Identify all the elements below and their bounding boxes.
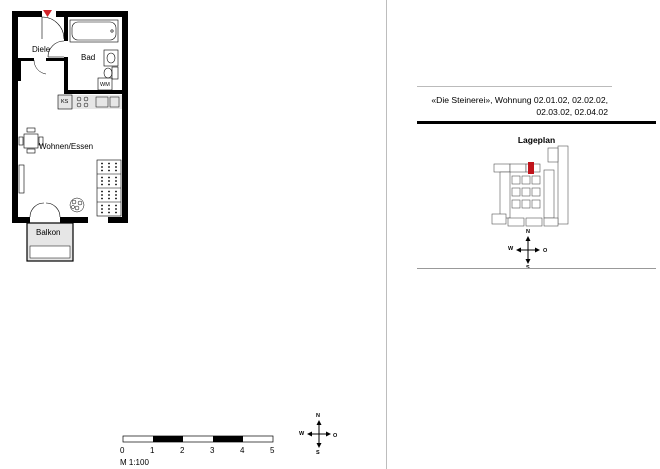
balcony <box>26 222 74 262</box>
wardrobe-dots <box>101 162 117 214</box>
compass-o: O <box>333 433 338 439</box>
scale-tick-0: 0 <box>120 446 125 455</box>
scale-tick-1: 1 <box>150 446 155 455</box>
site-compass-w: W <box>508 246 514 252</box>
project-title-line2: 02.03.02, 02.04.02 <box>536 107 608 117</box>
project-title-line1: «Die Steinerei», Wohnung 02.01.02, 02.02… <box>431 95 608 105</box>
site-compass-n: N <box>526 229 530 235</box>
compass-w: W <box>299 431 305 437</box>
lageplan-heading: Lageplan <box>517 135 556 145</box>
bathtub <box>69 19 119 43</box>
room-label-wohnen-essen: Wohnen/Essen <box>39 142 94 151</box>
toilet <box>103 66 119 80</box>
scale-label: M 1:100 <box>120 458 149 467</box>
balcony-door <box>29 202 61 218</box>
rule-thick <box>417 121 656 124</box>
project-title: «Die Steinerei», Wohnung 02.01.02, 02.02… <box>378 94 608 118</box>
site-compass-o: O <box>543 248 548 254</box>
floor-plan <box>12 10 128 262</box>
scale-tick-3: 3 <box>210 446 215 455</box>
site-plan-highlight <box>528 162 534 174</box>
rule-top <box>417 86 612 87</box>
kitchen-counter <box>58 95 122 109</box>
site-compass-icon <box>516 236 540 264</box>
dining-table <box>18 127 44 154</box>
entry-marker <box>43 10 52 17</box>
plant <box>69 197 85 213</box>
page-divider <box>386 0 387 469</box>
diele-walls <box>18 58 64 81</box>
wardrobe <box>96 159 122 217</box>
compass-n: N <box>316 413 320 419</box>
sink <box>103 49 119 67</box>
rule-bottom <box>417 268 656 269</box>
bath-walls <box>64 17 122 94</box>
label-washing-machine: WM <box>100 82 110 88</box>
scale-tick-2: 2 <box>180 446 185 455</box>
washing-machine <box>97 77 113 91</box>
room-label-balkon: Balkon <box>36 228 61 237</box>
outer-walls <box>12 11 128 223</box>
site-plan <box>491 145 569 227</box>
compass-s: S <box>316 450 320 456</box>
room-label-diele: Diele <box>32 45 51 54</box>
scale-bar <box>122 435 274 443</box>
kitchen-sink <box>95 96 120 108</box>
room-label-bad: Bad <box>81 53 96 62</box>
compass-icon <box>307 420 331 448</box>
sofa <box>18 164 25 194</box>
scale-tick-4: 4 <box>240 446 245 455</box>
scale-tick-5: 5 <box>270 446 275 455</box>
cooktop <box>76 96 89 108</box>
label-fridge: KS <box>61 99 69 105</box>
